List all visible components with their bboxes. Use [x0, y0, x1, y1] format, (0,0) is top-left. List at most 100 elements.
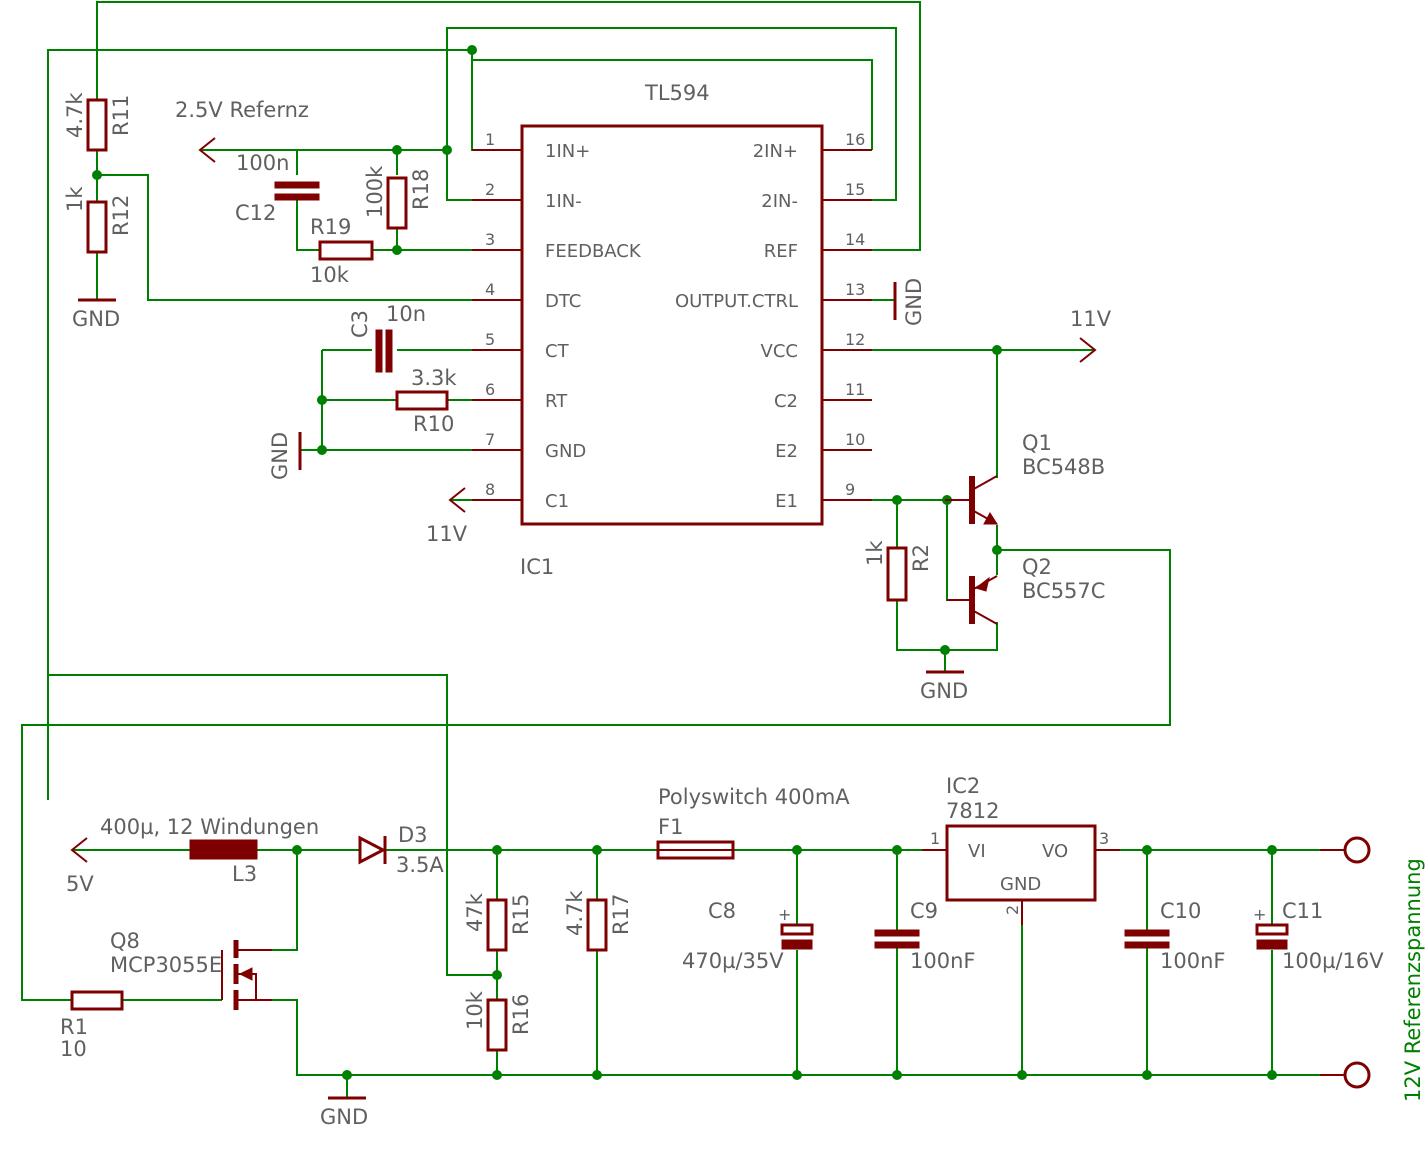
ic2-pin-gnd: GND	[1000, 874, 1041, 895]
gnd-label-pin13: GND	[902, 278, 926, 326]
ic1-pin6-num: 6	[485, 380, 495, 399]
c11-value: 100µ/16V	[1282, 949, 1384, 973]
gnd-label-bottom: GND	[320, 1105, 368, 1129]
r12-name: R12	[109, 195, 133, 236]
mosfet-q8: Q8 MCP3055E	[110, 929, 272, 1010]
r12-value: 1k	[63, 186, 87, 212]
resistor-r11: 4.7k R11	[63, 92, 133, 152]
capacitor-c3: C3 10n	[348, 302, 426, 373]
r16-name: R16	[509, 994, 533, 1035]
ic1-pin7-name: GND	[545, 441, 586, 462]
gnd-label-r12: GND	[72, 307, 120, 331]
transistor-q2: Q2 BC557C	[947, 555, 1105, 625]
ic1-pin12-name: VCC	[761, 341, 798, 362]
ic1-pin1-name: 1IN+	[545, 141, 590, 162]
v11-label-left: 11V	[426, 522, 468, 546]
r1-name: R1	[60, 1015, 88, 1039]
r18-name: R18	[409, 169, 433, 210]
terminal-minus	[1343, 1061, 1371, 1089]
ic1-pin13-num: 13	[845, 280, 865, 299]
r11-name: R11	[109, 95, 133, 136]
c8-plus: +	[778, 905, 791, 924]
ic1-pin11-num: 11	[845, 380, 865, 399]
ic1-pin1-num: 1	[485, 130, 495, 149]
fuse-f1: Polyswitch 400mA F1	[656, 785, 850, 860]
resistor-r1: R1 10	[60, 990, 124, 1061]
ic1-pin15-num: 15	[845, 180, 865, 199]
resistor-r15: 47k R15	[463, 892, 533, 952]
r1-value: 10	[60, 1037, 87, 1061]
resistor-r18: 100k R18	[363, 165, 433, 230]
resistor-r12: 1k R12	[63, 186, 133, 254]
d3-value: 3.5A	[396, 853, 444, 877]
capacitor-c8: + C8 470µ/35V	[682, 899, 814, 973]
r19-value: 10k	[310, 263, 350, 287]
ic2-value: 7812	[946, 799, 999, 823]
c9-name: C9	[910, 899, 938, 923]
ic1-pin6-name: RT	[545, 391, 568, 412]
ref-label: 2.5V Refernz	[175, 98, 309, 122]
diode-d3: D3 3.5A	[358, 823, 444, 877]
v11-label-right: 11V	[1070, 307, 1112, 331]
ic1-pin5-name: CT	[545, 341, 570, 362]
r18-value: 100k	[363, 165, 387, 218]
r2-value: 1k	[863, 540, 887, 566]
ic2-pin-vi: VI	[968, 841, 986, 862]
output-terminals: 12V Referenzspannung	[1320, 836, 1425, 1102]
r17-value: 4.7k	[563, 890, 587, 936]
ic1-pin4-num: 4	[485, 280, 495, 299]
c11-plus: +	[1253, 905, 1266, 924]
resistor-r17: 4.7k R17	[563, 890, 633, 952]
r15-value: 47k	[463, 892, 487, 932]
q2-value: BC557C	[1022, 579, 1105, 603]
transistor-q1: Q1 BC548B	[945, 431, 1105, 525]
r11-value: 4.7k	[63, 92, 87, 138]
ic1-pin14-name: REF	[764, 241, 798, 262]
r19-name: R19	[310, 215, 351, 239]
c12-name: C12	[235, 201, 276, 225]
capacitor-c10: C10 100nF	[1124, 899, 1225, 973]
r15-name: R15	[509, 894, 533, 935]
resistor-r16: 10k R16	[463, 990, 533, 1052]
r2-name: R2	[909, 544, 933, 572]
c11-name: C11	[1282, 899, 1323, 923]
c12-value: 100n	[236, 151, 289, 175]
r16-value: 10k	[463, 990, 487, 1030]
c3-name: C3	[348, 310, 372, 338]
ic1-pin3-name: FEEDBACK	[545, 241, 642, 262]
capacitor-c12: 100n C12	[235, 151, 320, 225]
ic1-pin10-name: E2	[775, 441, 798, 462]
c9-value: 100nF	[910, 949, 975, 973]
q8-value: MCP3055E	[110, 953, 222, 977]
v5-label: 5V	[66, 872, 94, 896]
c10-value: 100nF	[1160, 949, 1225, 973]
resistor-r10: 3.3k R10	[395, 366, 457, 436]
ic1-pin9-name: E1	[775, 491, 798, 512]
l3-name: L3	[232, 862, 257, 886]
ic1-pin16-num: 16	[845, 130, 865, 149]
q1-value: BC548B	[1022, 455, 1105, 479]
ic1-pin8-num: 8	[485, 480, 495, 499]
terminal-plus	[1343, 836, 1371, 864]
ic1-pin14-num: 14	[845, 230, 865, 249]
gnd-label-pin7: GND	[268, 432, 292, 480]
ic1-pin2-num: 2	[485, 180, 495, 199]
ic1-tl594: TL594 IC1 1 2 3 4 5 6 7 8 1IN+ 1IN- FEED…	[472, 81, 872, 579]
ic1-pin11-name: C2	[774, 391, 798, 412]
ic2-7812: IC2 7812 VI VO GND 1 3 2	[922, 774, 1120, 925]
f1-value: Polyswitch 400mA	[658, 785, 850, 809]
c8-value: 470µ/35V	[682, 949, 784, 973]
ic1-pin8-name: C1	[545, 491, 569, 512]
ic2-pin-vo: VO	[1042, 841, 1068, 862]
capacitor-c9: C9 100nF	[874, 899, 975, 973]
ic1-pin13-name: OUTPUT.CTRL	[675, 291, 798, 312]
ic1-pin15-name: 2IN-	[761, 191, 798, 212]
d3-name: D3	[398, 823, 428, 847]
c10-name: C10	[1160, 899, 1201, 923]
inductor-l3: 400µ, 12 Windungen L3	[100, 815, 319, 886]
ic1-pin2-name: 1IN-	[545, 191, 582, 212]
resistor-r19: R19 10k	[310, 215, 374, 287]
c3-value: 10n	[386, 302, 426, 326]
f1-name: F1	[658, 815, 683, 839]
